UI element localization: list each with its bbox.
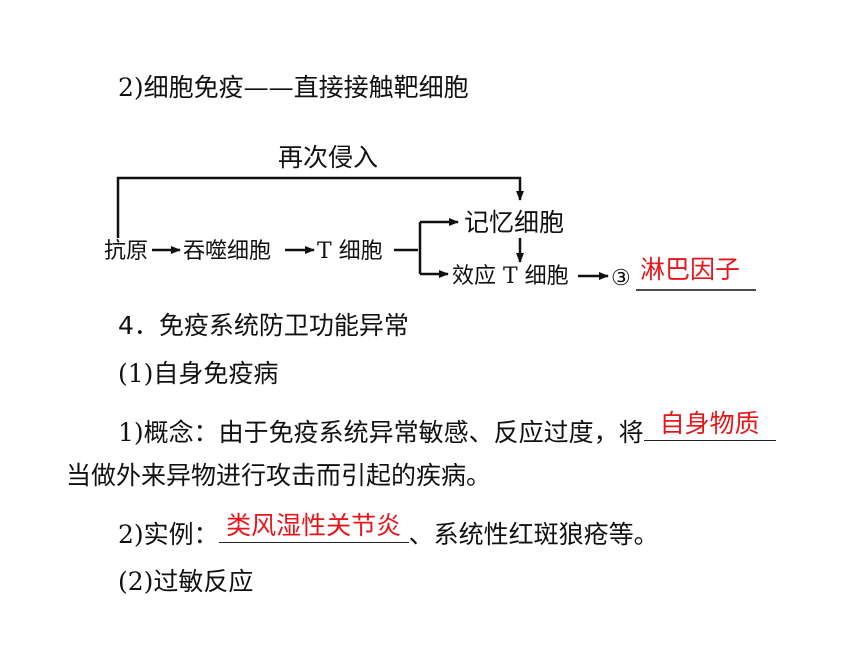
example-line: 2)实例：类风湿性关节炎、系统性红斑狼疮等。 <box>118 511 659 551</box>
allergy-title: (2)过敏反应 <box>118 567 254 596</box>
antigen-label: 抗原 <box>104 239 148 264</box>
effector-t-cell-label: 效应 T 细胞 <box>452 264 569 289</box>
phagocyte-label: 吞噬细胞 <box>183 239 271 264</box>
example-prefix: 2)实例： <box>118 520 219 549</box>
reinvade-label: 再次侵入 <box>278 143 378 172</box>
autoimmune-title: (1)自身免疫病 <box>118 359 279 388</box>
example-answer: 类风湿性关节炎 <box>226 511 402 540</box>
reinvade-loop-line <box>116 176 524 238</box>
memory-cell-label: 记忆细胞 <box>464 208 564 237</box>
circle-number-3: ③ <box>611 266 631 291</box>
section-4-title: 4．免疫系统防卫功能异常 <box>118 311 409 340</box>
example-blank: 类风湿性关节炎 <box>218 511 409 543</box>
concept-continuation: 当做外来异物进行攻击而引起的疾病。 <box>66 461 492 490</box>
example-suffix: 、系统性红斑狼疮等。 <box>408 520 659 549</box>
concept-line: 1)概念：由于免疫系统异常敏感、反应过度，将自身物质 <box>118 409 776 449</box>
t-cell-label: T 细胞 <box>317 239 383 264</box>
answer-lymphokine: 淋巴因子 <box>640 255 740 284</box>
concept-prefix: 1)概念：由于免疫系统异常敏感、反应过度，将 <box>118 418 644 447</box>
concept-answer: 自身物质 <box>659 409 760 438</box>
concept-blank: 自身物质 <box>643 409 776 441</box>
cellular-immunity-heading: 2)细胞免疫——直接接触靶细胞 <box>118 73 469 102</box>
